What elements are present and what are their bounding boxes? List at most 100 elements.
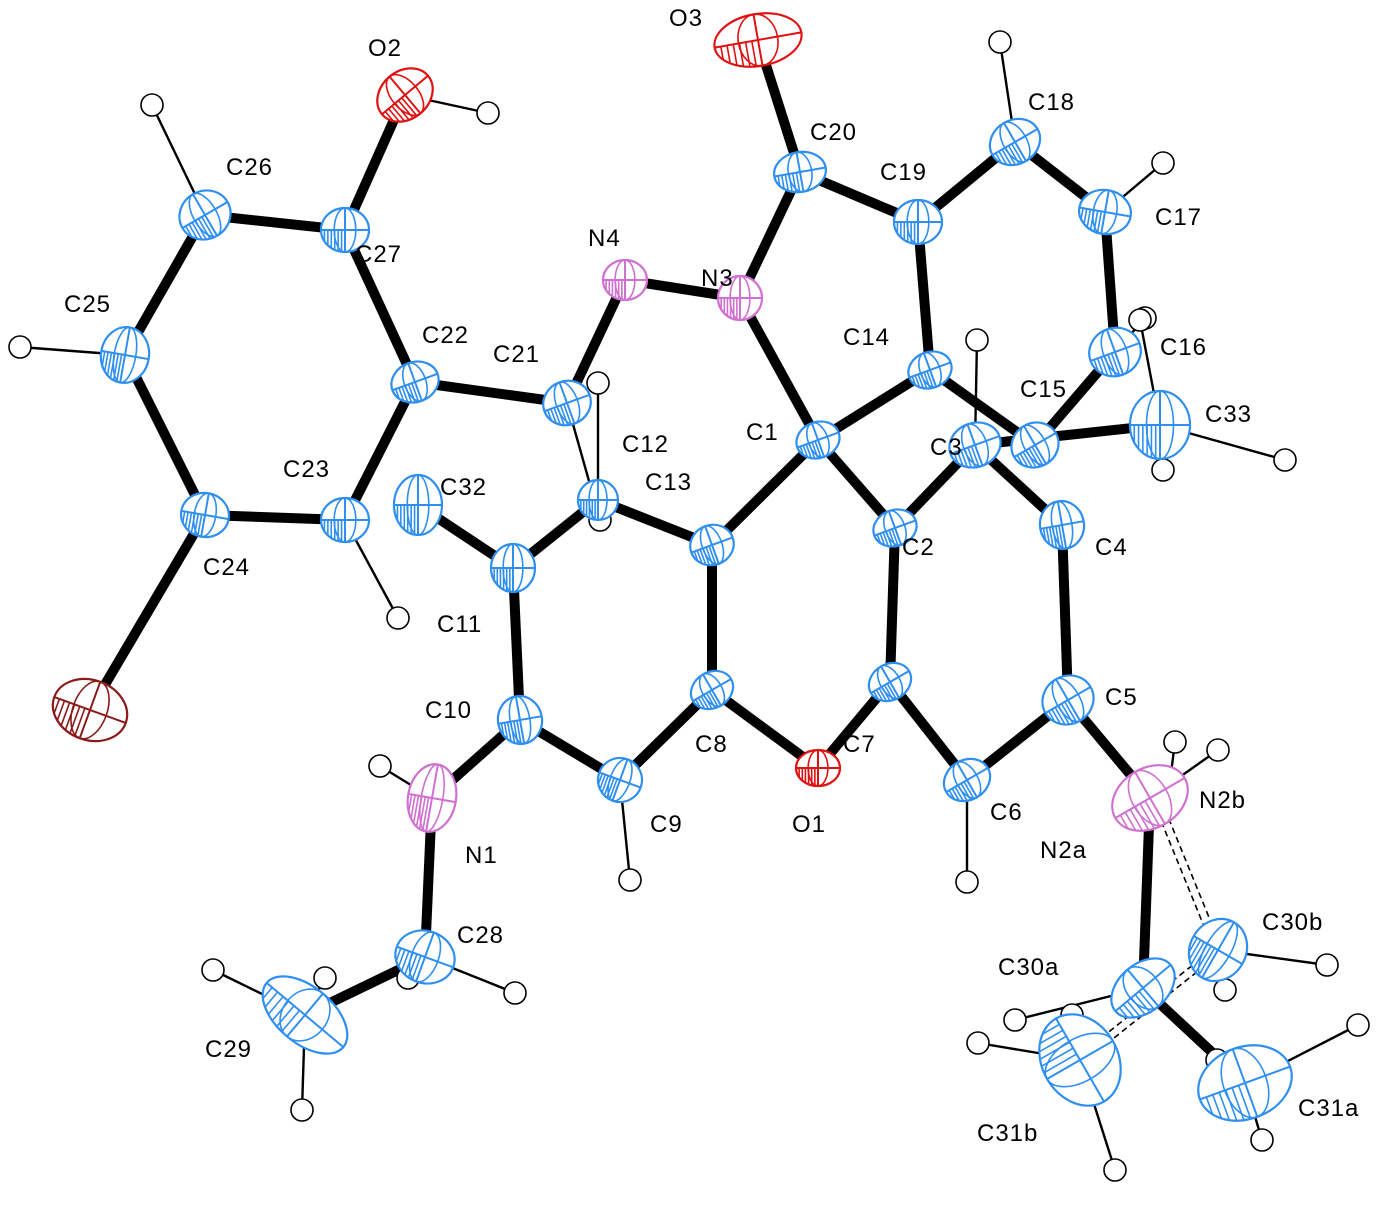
bond-c7-c2 [885, 523, 900, 687]
hydrogen-atom-on-c26 [140, 93, 164, 117]
atom-o3 [713, 12, 803, 68]
hydrogen-atom-on-c9 [618, 868, 642, 892]
hydrogen-atom-on-c29 [201, 958, 225, 982]
atom-label-n4: N4 [588, 225, 621, 252]
hydrogen-atom-on-c23 [386, 606, 410, 630]
atom-label-c26: C26 [226, 154, 273, 181]
bond-c24-br [85, 510, 210, 715]
disorder-bond-n2b-c30b [1167, 818, 1223, 949]
atom-label-c10: C10 [425, 697, 472, 724]
bond-c4-c5 [1057, 520, 1073, 705]
atom-c7 [867, 661, 913, 703]
bond-c1-c13 [707, 435, 823, 550]
atom-n1 [406, 763, 458, 833]
atom-c22 [390, 360, 440, 404]
atom-label-c4: C4 [1095, 534, 1128, 561]
hydrogen-atom-on-c29 [290, 1098, 314, 1122]
bond-c23-c22 [340, 377, 420, 525]
atom-c13 [689, 523, 735, 567]
atom-label-c31b: C31b [977, 1120, 1038, 1147]
atom-c12 [576, 478, 620, 522]
bond-c25-c24 [120, 350, 210, 520]
atom-label-c30a: C30a [998, 954, 1059, 981]
atom-c30b [1187, 917, 1249, 983]
hydrogen-atom-on-c33 [1128, 308, 1152, 332]
hydrogen-atom-on-c18 [988, 30, 1012, 54]
hydrogen-atom-on-c31a [1346, 1013, 1370, 1037]
bond-c8-o1 [707, 685, 823, 773]
bond-c21-c22 [410, 377, 572, 408]
labels-layer: C1C2C3C4C5C6C7C8C9C10C11C12C13C14C15C16C… [64, 5, 1359, 1147]
atom-c3 [948, 421, 1002, 469]
bond-c11-c10 [508, 563, 525, 725]
hydrogen-atom-on-n2 [1206, 738, 1230, 762]
atom-c31a [1197, 1044, 1293, 1122]
bond-c20-n3 [735, 167, 805, 303]
hydrogen-atom-on-n1 [368, 754, 392, 778]
atom-label-c25: C25 [64, 291, 111, 318]
atom-label-c12: C12 [622, 431, 669, 458]
hydrogen-atom-on-c30a [1003, 1008, 1027, 1032]
hydrogen-atom-on-c3 [965, 328, 989, 352]
atom-label-c2: C2 [902, 534, 935, 561]
atom-label-c23: C23 [283, 456, 330, 483]
atom-label-c13: C13 [645, 469, 692, 496]
atom-label-c19: C19 [880, 159, 927, 186]
atom-label-c6: C6 [990, 799, 1023, 826]
bond-c22-c27 [340, 225, 420, 387]
atom-n3 [716, 274, 764, 322]
atom-c23 [319, 496, 371, 544]
atoms-layer [51, 12, 1293, 1122]
atom-label-c7: C7 [843, 731, 876, 758]
atom-label-c31a: C31a [1298, 1095, 1359, 1122]
atom-c16 [1088, 326, 1142, 378]
atom-c10 [496, 694, 544, 746]
bond-n3-c1 [735, 293, 823, 445]
atom-label-c3: C3 [930, 434, 963, 461]
atom-c28 [394, 929, 456, 985]
atom-label-c30b: C30b [1262, 909, 1323, 936]
bond-c14-c19 [913, 217, 935, 375]
hydrogen-atom-on-c33 [1273, 448, 1297, 472]
atom-c33 [1128, 389, 1192, 461]
atom-c24 [179, 491, 231, 539]
atom-n4 [601, 258, 649, 302]
atom-c20 [773, 150, 827, 194]
atom-label-c20: C20 [810, 119, 857, 146]
hydrogen-atom-on-c31b [966, 1031, 990, 1055]
atom-c2 [872, 508, 918, 548]
atom-label-c16: C16 [1160, 334, 1207, 361]
atom-label-c33: C33 [1205, 401, 1252, 428]
atom-label-c28: C28 [457, 922, 504, 949]
atom-label-c9: C9 [650, 811, 683, 838]
atom-c5 [1041, 674, 1095, 726]
atom-c19 [892, 198, 944, 246]
atom-label-c14: C14 [843, 324, 890, 351]
atom-c31b [1038, 1013, 1122, 1107]
hydrogen-atom-on-c25 [8, 335, 32, 359]
atom-label-c32: C32 [440, 474, 487, 501]
atom-label-c1: C1 [746, 419, 779, 446]
atom-label-n1: N1 [465, 842, 498, 869]
atom-label-c8: C8 [695, 731, 728, 758]
atom-o1 [794, 748, 842, 788]
atom-label-o3: O3 [669, 5, 703, 32]
hydrogen-atom-on-c31a [1250, 1128, 1274, 1152]
atom-label-o2: O2 [368, 35, 402, 62]
hydrogen-atom-on-c33 [1151, 458, 1175, 482]
atom-c26 [178, 189, 232, 241]
atom-o2 [376, 67, 434, 123]
atom-c17 [1078, 188, 1132, 236]
hydrogen-atom-on-c30b [1213, 978, 1237, 1002]
atom-label-c5: C5 [1105, 684, 1138, 711]
atom-br [51, 677, 129, 743]
hydrogen-atom-on-c30b [1315, 953, 1339, 977]
atom-c21 [542, 379, 592, 427]
atom-c6 [942, 757, 992, 803]
hydrogen-atom-on-c28 [503, 981, 527, 1005]
atom-c1 [795, 420, 841, 460]
atom-label-c17: C17 [1155, 204, 1202, 231]
hydrogen-atom-on-c6 [955, 870, 979, 894]
atom-label-n2b: N2b [1199, 787, 1246, 814]
